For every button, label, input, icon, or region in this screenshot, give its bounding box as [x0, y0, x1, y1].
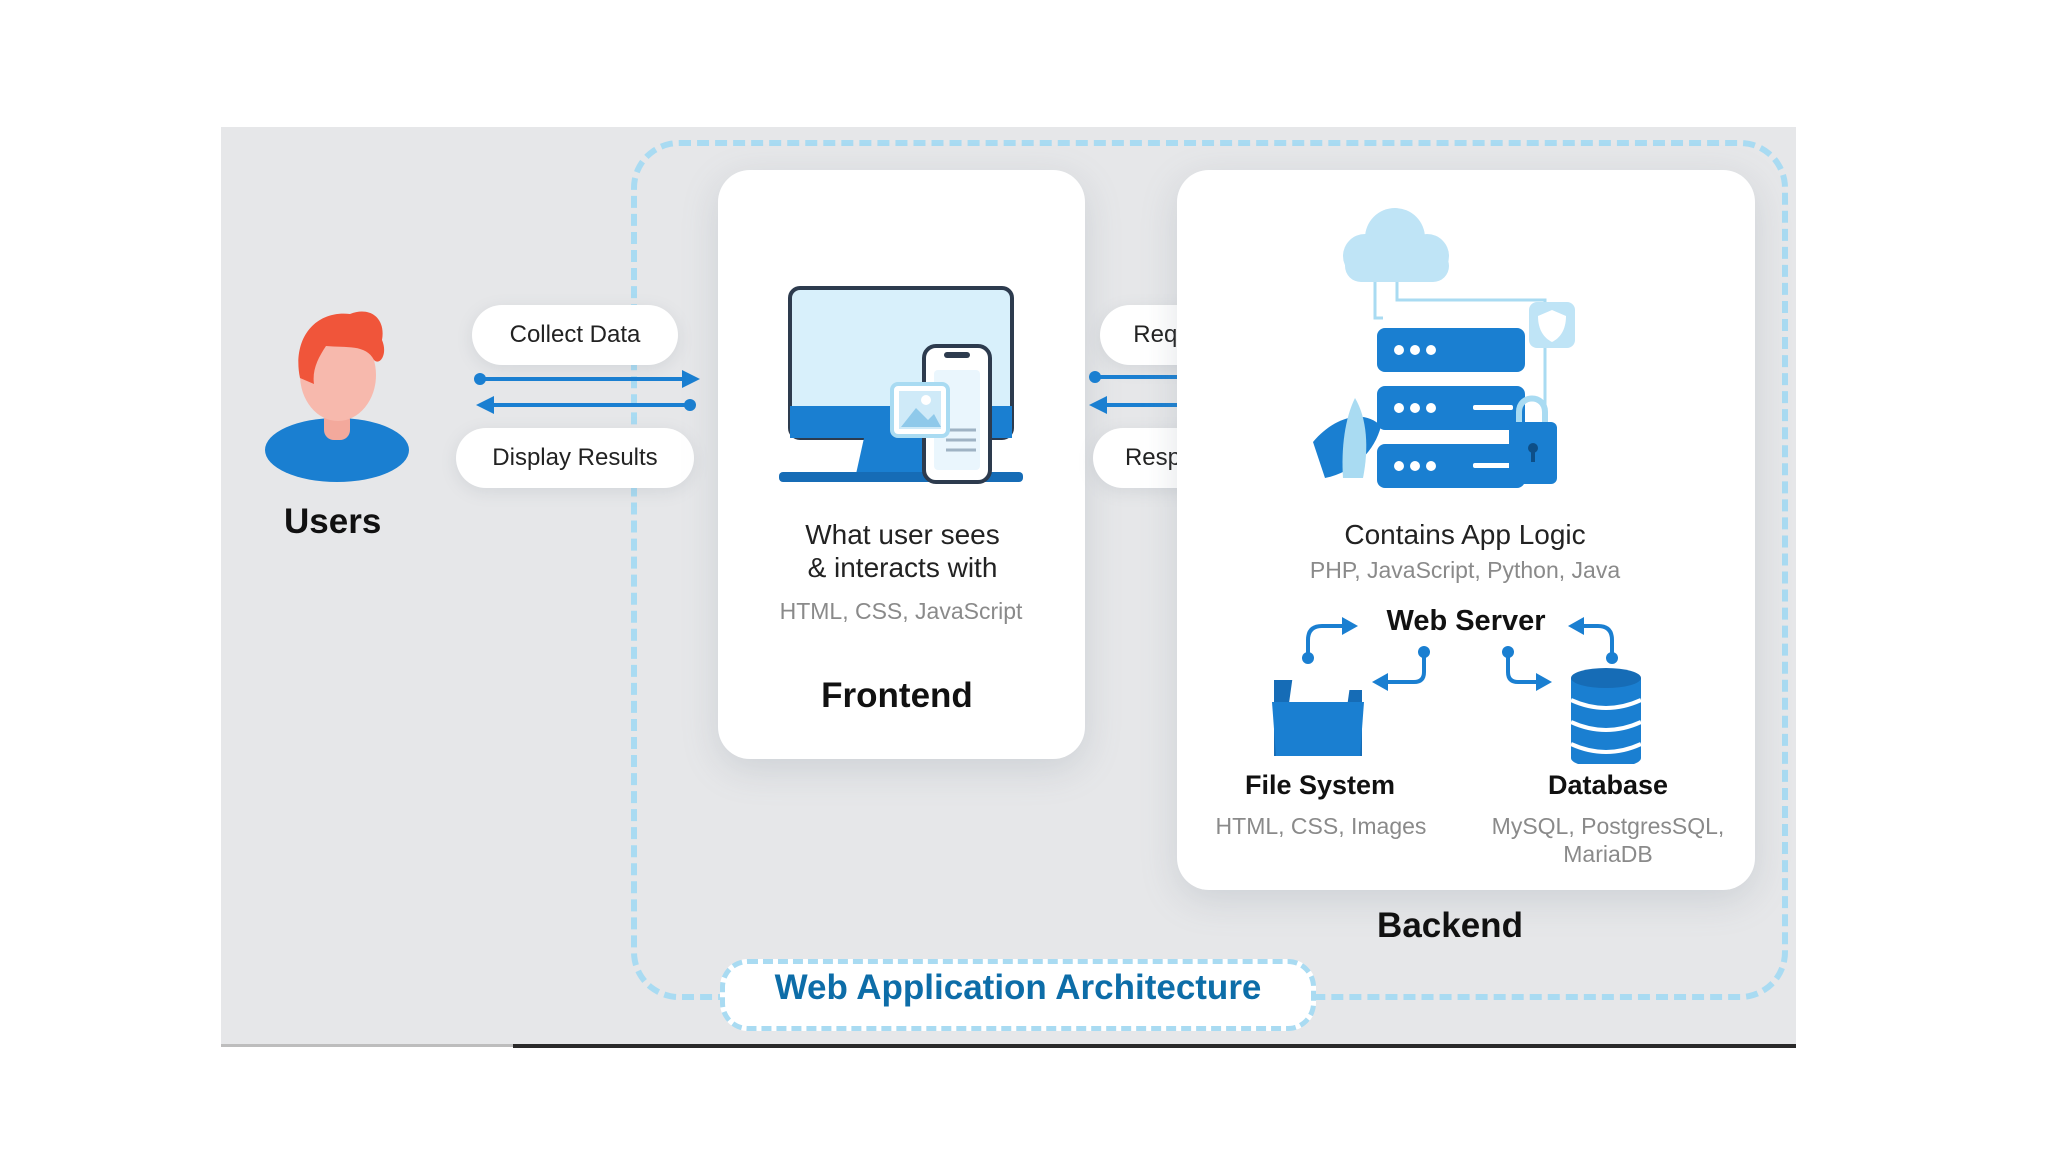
user-frontend-arrows — [474, 370, 700, 414]
file-system-label: File System — [1244, 770, 1396, 800]
backend-label: Backend — [1377, 906, 1523, 945]
file-system-technologies: HTML, CSS, Images — [1215, 813, 1427, 839]
server-rack — [1377, 328, 1525, 488]
arrow-icon — [1568, 617, 1584, 635]
database-technologies-line2: MariaDB — [1563, 841, 1653, 867]
database-technologies-line1: MySQL, PostgresSQL, — [1491, 813, 1725, 839]
cloud-icon — [1343, 208, 1449, 282]
lock-icon — [1509, 395, 1557, 484]
database-icon — [1570, 668, 1642, 764]
arrow-icon — [1536, 673, 1552, 691]
web-server-label: Web Server — [1386, 605, 1546, 637]
collect-data-label: Collect Data — [472, 305, 678, 365]
web-server-arrows — [1302, 617, 1618, 691]
users-label: Users — [284, 502, 382, 541]
display-results-label: Display Results — [456, 428, 694, 488]
backend-description: Contains App Logic — [1344, 519, 1586, 550]
video-progress-bar[interactable] — [513, 1044, 1796, 1048]
backend-technologies: PHP, JavaScript, Python, Java — [1309, 557, 1621, 583]
arrow-icon — [1372, 673, 1388, 691]
cloud-server-icon — [1313, 208, 1575, 488]
database-label: Database — [1547, 770, 1669, 800]
frontend-technologies: HTML, CSS, JavaScript — [779, 598, 1023, 624]
frontend-description-line2: & interacts with — [807, 552, 998, 583]
diagram-title: Web Application Architecture — [774, 968, 1262, 1007]
shield-icon — [1529, 302, 1575, 348]
user-avatar-icon — [265, 311, 409, 482]
frontend-description-line1: What user sees — [805, 519, 1000, 550]
folder-icon — [1272, 674, 1364, 756]
arrow-icon — [474, 370, 700, 388]
title-banner — [720, 959, 1316, 1031]
monitor-phone-icon — [779, 286, 1023, 484]
backend-card — [1177, 170, 1755, 890]
arrow-icon — [476, 396, 696, 414]
frontend-label: Frontend — [821, 676, 973, 715]
arrow-icon — [1342, 617, 1358, 635]
